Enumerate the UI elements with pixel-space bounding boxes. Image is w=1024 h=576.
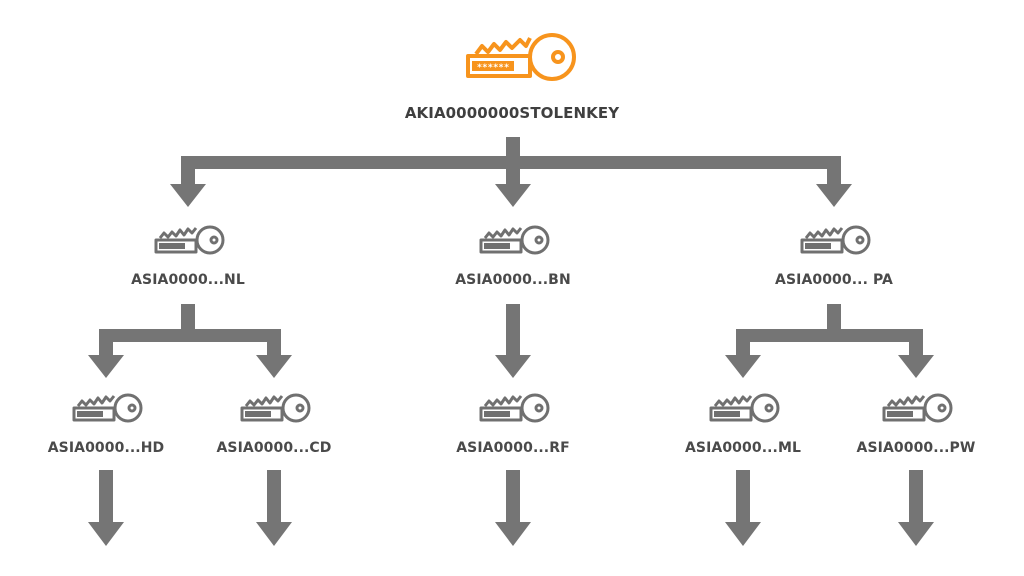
arrow-from-hd <box>88 522 124 546</box>
key-label: ASIA0000...HD <box>47 440 165 456</box>
key-icon <box>479 393 550 423</box>
key-icon <box>154 225 225 255</box>
key-icon <box>72 393 143 423</box>
key-node-pw: ASIA0000...PW <box>846 390 986 456</box>
pa-trunk <box>827 304 841 336</box>
key-node-hd: ASIA0000...HD <box>36 390 176 456</box>
key-label: ASIA0000...PW <box>856 440 976 456</box>
arrow-to-bn <box>495 184 531 207</box>
key-icon: ****** <box>466 33 576 81</box>
key-mask: ****** <box>477 63 510 73</box>
nl-trunk <box>181 304 195 336</box>
arrow-from-rf <box>495 522 531 546</box>
key-icon <box>800 225 871 255</box>
key-node-nl: ASIA0000...NL <box>118 222 258 288</box>
pa-bar <box>736 329 923 342</box>
key-icon <box>479 225 550 255</box>
arrow-from-ml <box>725 522 761 546</box>
key-icon <box>882 393 953 423</box>
arrow-from-cd <box>256 522 292 546</box>
key-label: ASIA0000...NL <box>131 272 245 288</box>
key-node-rf: ASIA0000...RF <box>443 390 583 456</box>
arrow-to-pa <box>816 184 852 207</box>
nl-bar <box>99 329 281 342</box>
arrow-to-pw <box>898 355 934 378</box>
root-key-node: ****** AKIA0000000STOLENKEY <box>405 28 619 122</box>
arrow-from-pw <box>898 522 934 546</box>
arrow-to-rf <box>495 355 531 378</box>
key-icon <box>709 393 780 423</box>
key-label: ASIA0000...RF <box>456 440 570 456</box>
key-label: ASIA0000...CD <box>216 440 332 456</box>
arrow-to-ml <box>725 355 761 378</box>
key-label: ASIA0000...ML <box>684 440 802 456</box>
key-node-cd: ASIA0000...CD <box>204 390 344 456</box>
key-node-pa: ASIA0000... PA <box>764 222 904 288</box>
key-icon <box>240 393 311 423</box>
bn-trunk <box>506 304 520 356</box>
key-node-bn: ASIA0000...BN <box>443 222 583 288</box>
arrow-to-hd <box>88 355 124 378</box>
arrow-to-nl <box>170 184 206 207</box>
key-node-ml: ASIA0000...ML <box>673 390 813 456</box>
root-key-label: AKIA0000000STOLENKEY <box>404 104 620 122</box>
key-label: ASIA0000... PA <box>775 272 893 288</box>
arrow-to-cd <box>256 355 292 378</box>
key-label: ASIA0000...BN <box>455 272 571 288</box>
